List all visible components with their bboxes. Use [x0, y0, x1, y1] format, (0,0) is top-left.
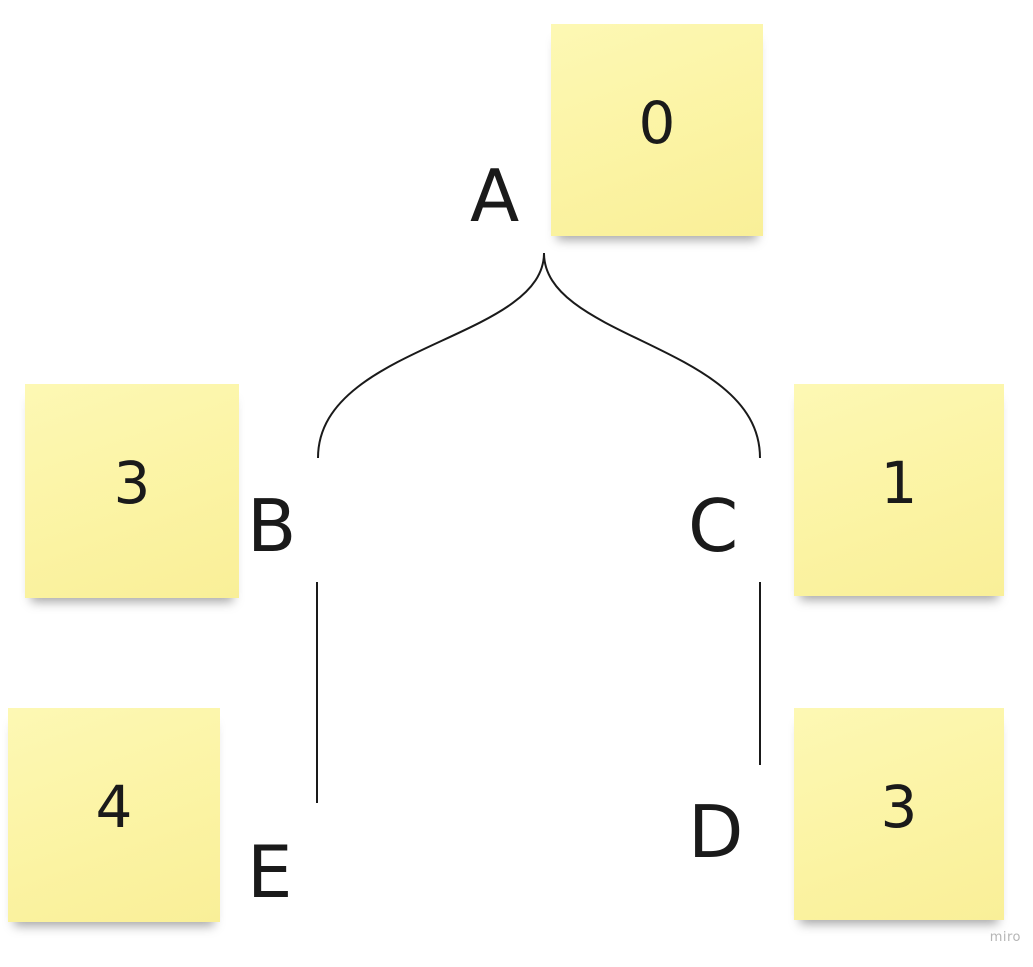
sticky-note-b-value: 3 — [113, 449, 151, 517]
sticky-note-a[interactable]: 0 — [551, 24, 763, 236]
node-label-e: E — [247, 830, 293, 914]
edge-a-b — [317, 252, 545, 459]
sticky-note-c[interactable]: 1 — [794, 384, 1004, 596]
node-label-c: C — [688, 484, 739, 568]
sticky-note-e-value: 4 — [95, 773, 133, 841]
sticky-note-e[interactable]: 4 — [8, 708, 220, 922]
sticky-note-d[interactable]: 3 — [794, 708, 1004, 920]
sticky-note-a-value: 0 — [638, 89, 676, 157]
miro-watermark: miro — [989, 930, 1021, 945]
node-label-a: A — [470, 154, 520, 238]
sticky-note-c-value: 1 — [880, 449, 918, 517]
sticky-note-d-value: 3 — [880, 773, 918, 841]
sticky-note-b[interactable]: 3 — [25, 384, 239, 598]
edge-a-c — [543, 252, 761, 459]
node-label-b: B — [247, 484, 297, 568]
node-label-d: D — [688, 790, 744, 874]
